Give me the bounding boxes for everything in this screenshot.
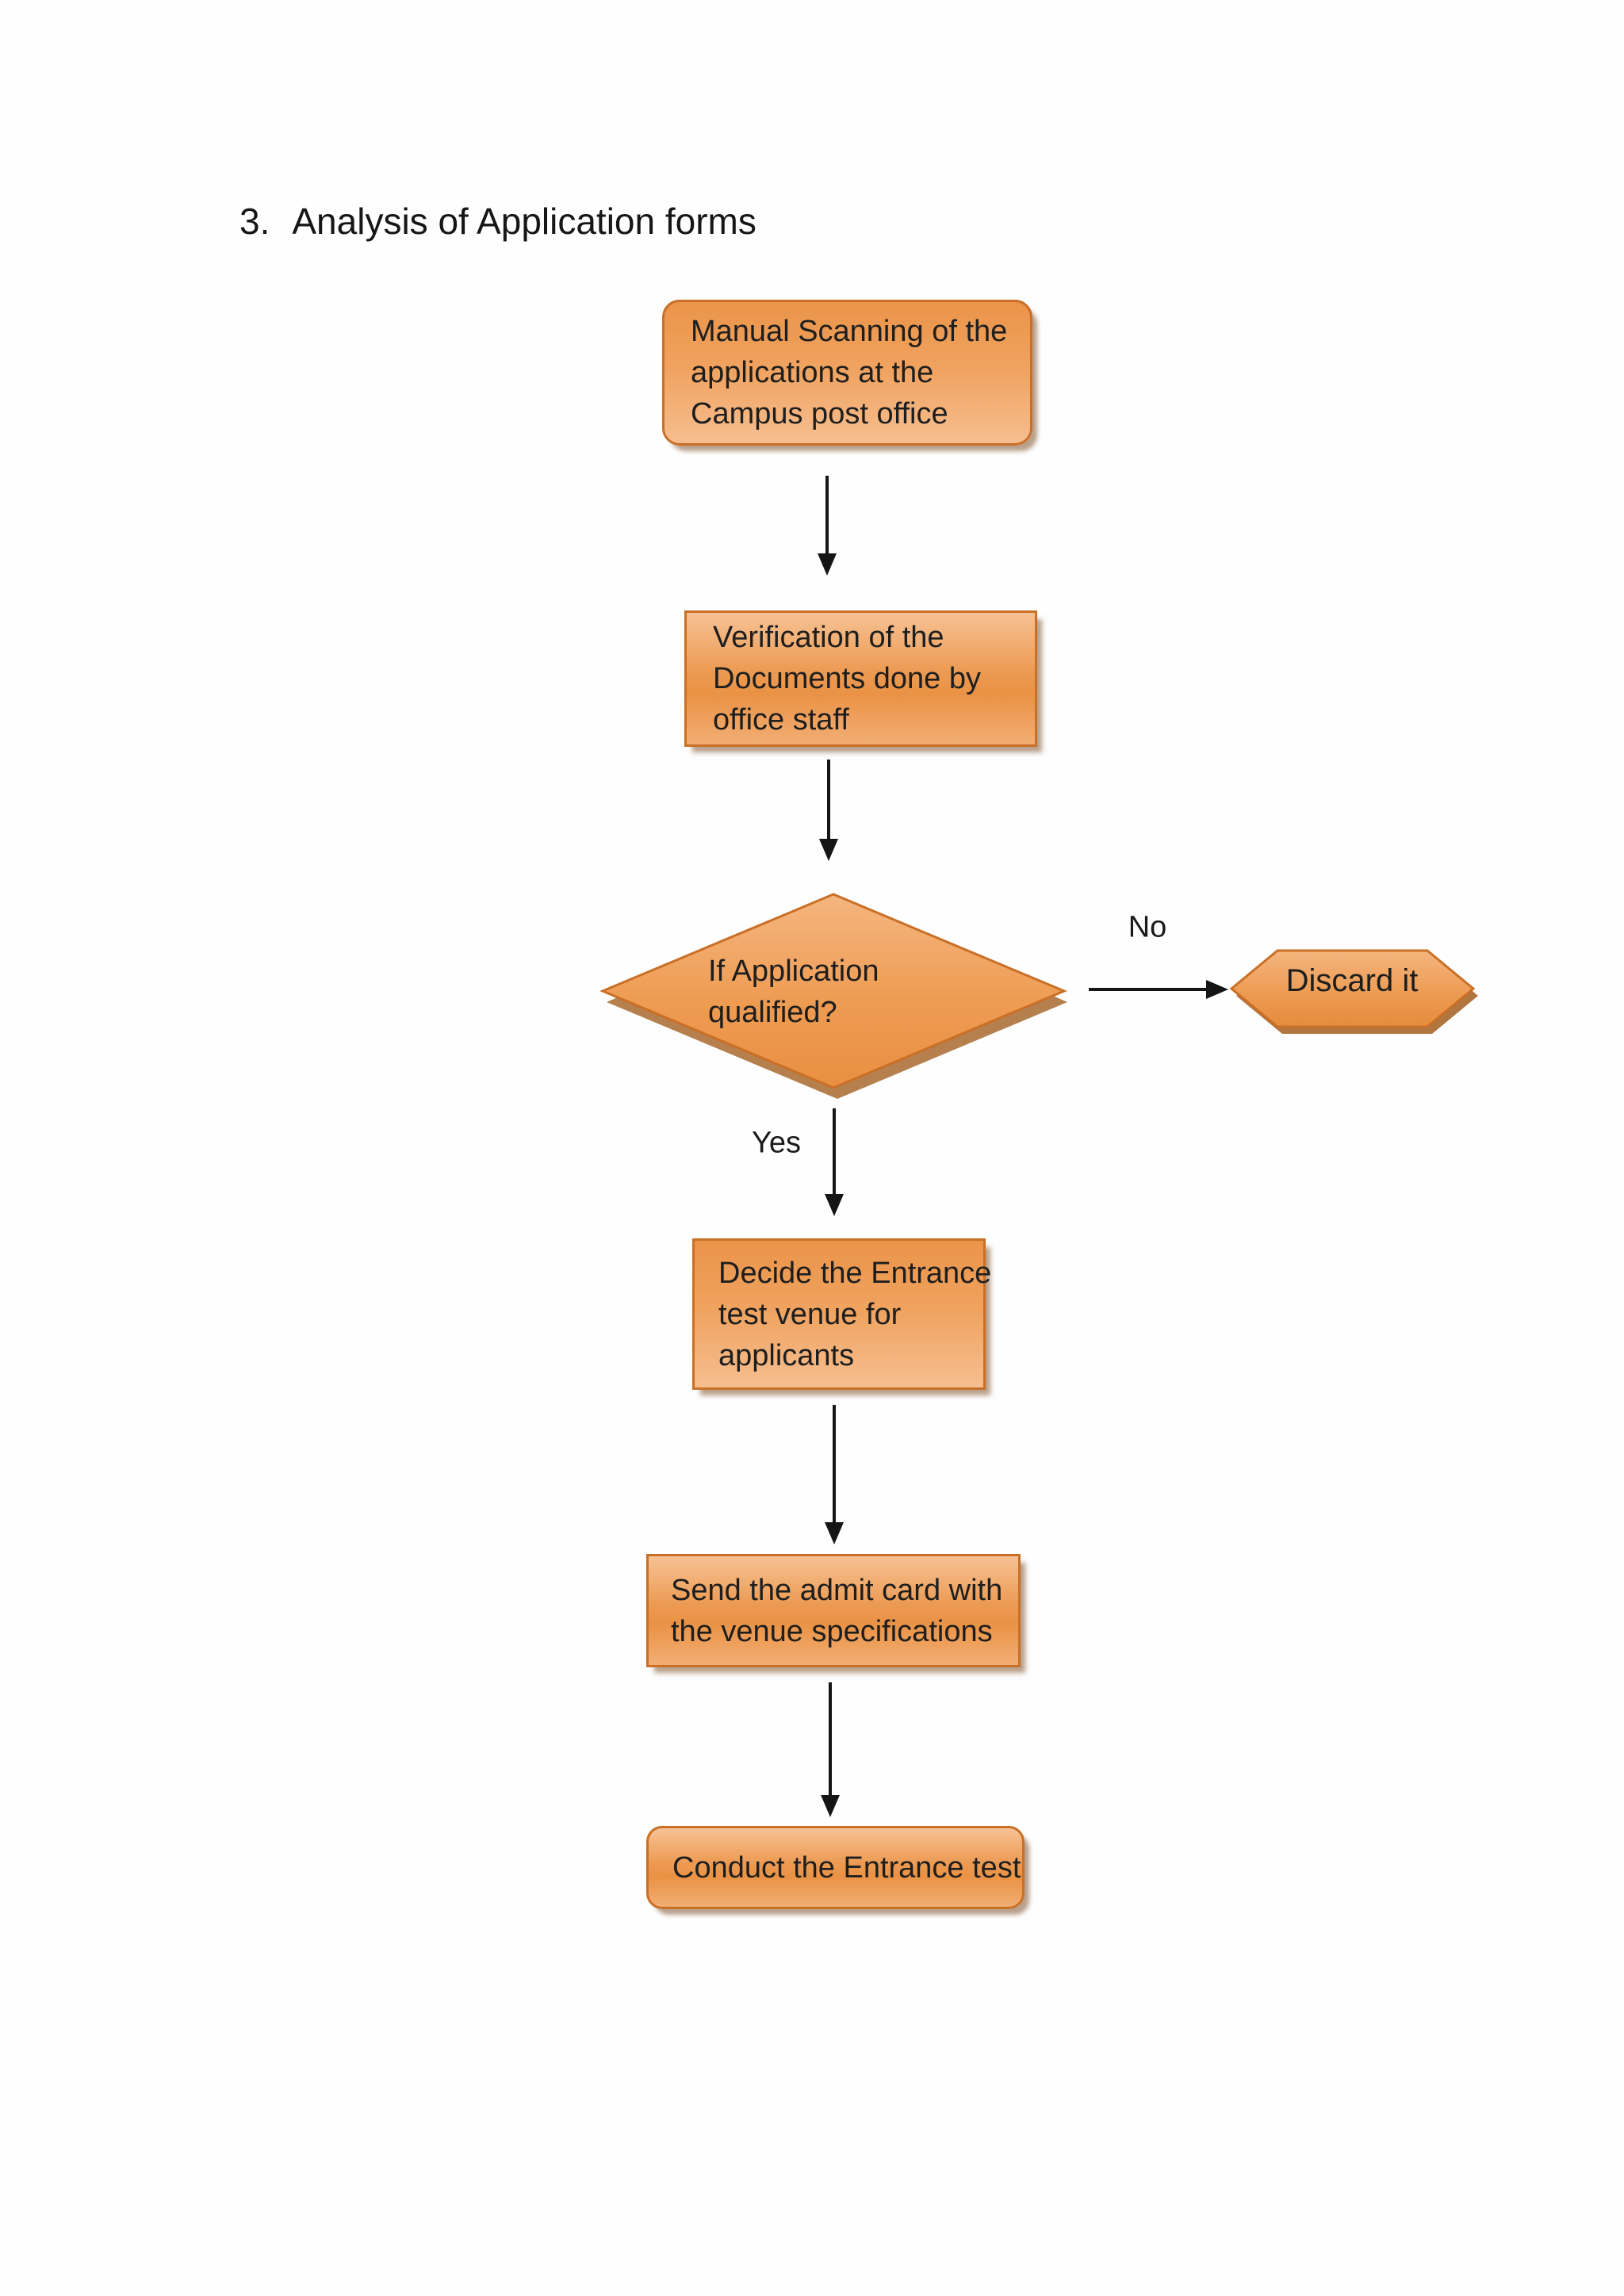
node-text-line: office staff xyxy=(713,703,849,737)
node-text-line: qualified? xyxy=(708,996,837,1029)
page-title-number: 3. xyxy=(239,201,270,242)
flow-node-discard-label: Discard it xyxy=(1285,963,1419,998)
hexagon-body xyxy=(1229,949,1476,1028)
arrow-decision-to-venue xyxy=(825,1108,844,1216)
arrow-verify-to-decision xyxy=(819,760,838,861)
flow-node-decide-venue: Decide the Entrance test venue for appli… xyxy=(692,1238,992,1390)
node-text-line: applications at the xyxy=(691,356,934,389)
flow-node-conduct-test: Conduct the Entrance test xyxy=(646,1826,1025,1909)
edge-label-no: No xyxy=(1128,910,1167,944)
node-text-line: Conduct the Entrance test xyxy=(672,1850,1021,1885)
node-text-line: If Application xyxy=(708,955,879,988)
flow-node-manual-scanning: Manual Scanning of the applications at t… xyxy=(662,300,1032,446)
arrow-venue-to-admit xyxy=(825,1405,844,1544)
discard-hexagon-shape xyxy=(1229,949,1478,1034)
node-text-line: Campus post office xyxy=(691,397,948,430)
node-text-line: test venue for xyxy=(718,1297,902,1331)
arrow-admit-to-conduct xyxy=(821,1682,840,1817)
node-text-line: the venue specifications xyxy=(671,1614,993,1648)
edge-label-yes: Yes xyxy=(752,1126,801,1160)
node-text-line: Verification of the xyxy=(713,621,944,654)
flow-node-decision-label: If Application qualified? xyxy=(708,951,879,1033)
flow-node-verification: Verification of the Documents done by of… xyxy=(684,610,1037,747)
page-title: 3. Analysis of Application forms xyxy=(239,199,756,243)
node-text-line: Documents done by xyxy=(713,662,981,695)
node-text-line: Decide the Entrance xyxy=(718,1256,992,1290)
diamond-body xyxy=(599,893,1067,1089)
page-title-text: Analysis of Application forms xyxy=(292,201,756,242)
flow-node-send-admit-card: Send the admit card with the venue speci… xyxy=(646,1554,1021,1667)
node-text-line: Manual Scanning of the xyxy=(691,315,1008,348)
decision-diamond-shape xyxy=(599,893,1067,1099)
node-text-line: applicants xyxy=(718,1338,855,1372)
node-text-line: Send the admit card with xyxy=(671,1573,1003,1607)
arrow-decision-to-discard xyxy=(1089,980,1228,999)
arrow-scan-to-verify xyxy=(818,476,837,576)
